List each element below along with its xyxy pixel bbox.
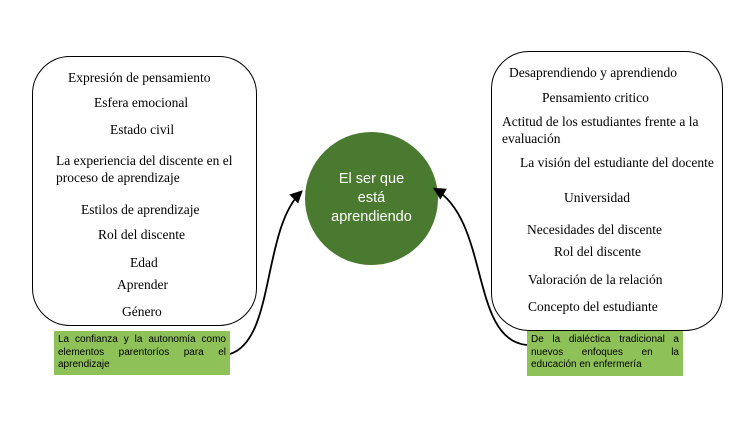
left-item-rol: Rol del discente — [98, 227, 185, 242]
left-item-expresion: Expresión de pensamiento — [68, 70, 211, 85]
left-note: La confianza y la autonomía como element… — [54, 331, 230, 375]
right-item-rol: Rol del discente — [554, 244, 641, 259]
right-item-desaprendiendo: Desaprendiendo y aprendiendo — [509, 65, 677, 80]
right-note: De la dialéctica tradicional a nuevos en… — [527, 331, 683, 376]
left-item-experiencia: La experiencia del discente en el proces… — [56, 153, 233, 185]
left-item-edad: Edad — [130, 255, 158, 270]
right-item-vision: La visión del estudiante del docente — [520, 155, 714, 170]
left-item-esfera-emocional: Esfera emocional — [94, 95, 189, 110]
left-item-estilos: Estilos de aprendizaje — [81, 202, 200, 217]
right-item-actitud: Actitud de los estudiantes frente a la e… — [502, 114, 699, 146]
left-item-estado-civil: Estado civil — [110, 122, 175, 137]
right-item-universidad: Universidad — [564, 190, 630, 205]
right-item-valoracion: Valoración de la relación — [528, 272, 663, 287]
center-circle: El ser que está aprendiendo — [305, 132, 438, 265]
right-arrow — [432, 187, 528, 346]
right-item-necesidades: Necesidades del discente — [527, 222, 662, 237]
left-item-genero: Género — [122, 304, 162, 319]
left-arrow — [229, 190, 303, 355]
right-item-concepto: Concepto del estudiante — [528, 299, 658, 314]
right-item-pensamiento: Pensamiento critico — [542, 90, 649, 105]
center-label: El ser que está aprendiendo — [331, 171, 412, 225]
left-factors-box — [32, 56, 257, 326]
left-item-aprender: Aprender — [117, 277, 168, 292]
right-factors-box — [491, 51, 723, 331]
